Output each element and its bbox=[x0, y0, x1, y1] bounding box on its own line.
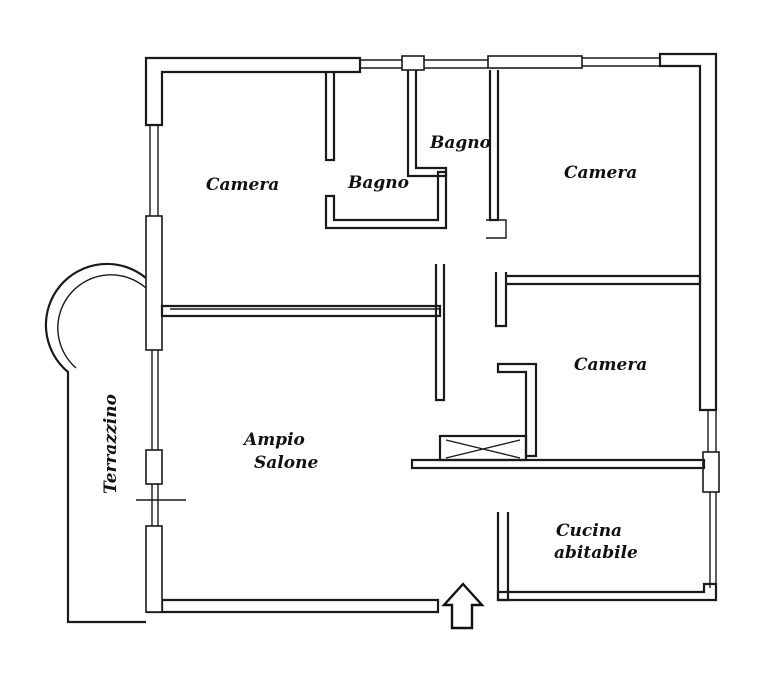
room-label-terrazzino: Terrazzino bbox=[101, 394, 121, 494]
room-label-camera-middle-right: Camera bbox=[574, 355, 647, 375]
room-label-bagno-right: Bagno bbox=[429, 133, 491, 153]
entrance-arrow-icon bbox=[441, 582, 485, 630]
room-label-salone-line1: Ampio bbox=[242, 430, 305, 450]
room-label-bagno-left: Bagno bbox=[347, 173, 409, 193]
room-label-camera-top-left: Camera bbox=[206, 175, 279, 195]
interior-walls bbox=[160, 70, 706, 602]
room-label-salone-line2: Salone bbox=[254, 453, 318, 473]
terrace bbox=[44, 262, 147, 624]
room-label-cucina-line2: abitabile bbox=[554, 543, 638, 563]
room-label-cucina-line1: Cucina bbox=[556, 521, 622, 541]
room-label-camera-top-right: Camera bbox=[564, 163, 637, 183]
outer-walls bbox=[136, 52, 720, 614]
